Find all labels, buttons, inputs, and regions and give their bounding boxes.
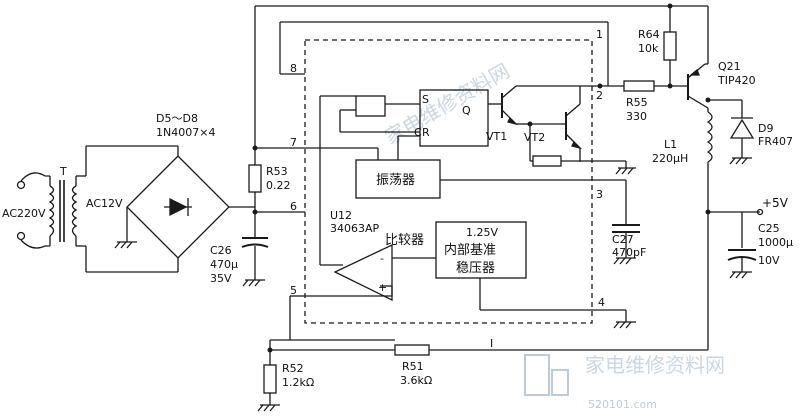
label-r53-value: 0.22 (266, 179, 291, 192)
emitter-resistor (532, 155, 562, 167)
pin-4: 4 (598, 296, 605, 309)
label-r51-value: 3.6kΩ (400, 374, 432, 387)
latch-q: Q (462, 104, 471, 117)
watermark-logo-icon (524, 354, 569, 396)
transformer-secondary (71, 185, 78, 237)
ac-terminal-bottom (16, 231, 26, 241)
label-rectifier-part: 1N4007×4 (156, 126, 215, 139)
label-c25-value: 1000μ (758, 236, 793, 249)
label-q21-part: TIP420 (717, 74, 756, 87)
label-output: +5V (762, 196, 789, 210)
resistor-r64 (663, 31, 677, 61)
label-secondary: AC12V (86, 197, 123, 210)
comparator-label: 比较器 (385, 233, 424, 248)
label-ic-part: 34063AP (330, 222, 380, 235)
label-c26-ref: C26 (210, 244, 232, 257)
ground-r52-icon (257, 404, 280, 412)
gate-block (355, 95, 386, 117)
inductor-l1 (706, 111, 713, 163)
label-d9-ref: D9 (758, 122, 773, 135)
reference-label-line1: 1.25V (466, 226, 498, 239)
label-c25-ref: C25 (758, 222, 780, 235)
pin-3: 3 (596, 188, 603, 201)
pin-2: 2 (596, 89, 603, 102)
reference-label-line2: 内部基准 (444, 242, 496, 258)
label-c25-voltage: 10V (758, 254, 780, 267)
ground-ref-icon (613, 321, 636, 329)
bridge-rectifier (126, 155, 230, 259)
comparator-minus: - (380, 252, 384, 265)
label-r55-value: 330 (626, 110, 647, 123)
latch-block (419, 89, 489, 147)
ground-bridge-icon (114, 232, 137, 249)
ground-vt2-icon (615, 167, 636, 175)
watermark: 家电维修资料网 家电维修资料网 520101.com (381, 59, 726, 411)
label-transformer: T (59, 165, 67, 178)
resistor-r53 (248, 164, 262, 193)
label-r64-ref: R64 (638, 28, 660, 41)
pin-1: 1 (596, 28, 603, 41)
reference-regulator-block (435, 221, 527, 279)
label-r53-ref: R53 (266, 165, 288, 178)
wiring (16, 5, 764, 412)
oscillator-label: 振荡器 (376, 173, 415, 188)
comparator-plus: + (378, 281, 387, 294)
ground-c27-icon (613, 257, 636, 265)
label-ic-ref: U12 (330, 209, 352, 222)
label-d9-part: FR407 (758, 135, 793, 148)
bridge-diode-icon (164, 197, 192, 217)
diode-d9 (729, 117, 755, 165)
label-c26-value: 470μ (210, 258, 238, 271)
transformer-primary (48, 185, 55, 237)
pin-6: 6 (290, 200, 297, 213)
label-q21-ref: Q21 (718, 60, 741, 73)
latch-c: C (414, 126, 422, 139)
label-c27-value: 470pF (612, 246, 646, 259)
resistor-r51 (394, 344, 430, 356)
resistor-r52 (263, 364, 277, 394)
comparator-block (333, 243, 393, 302)
latch-s: S (422, 93, 429, 106)
watermark-logo-text: 家电维修资料网 (585, 353, 725, 377)
pin-8: 8 (290, 62, 297, 75)
label-l1-value: 220μH (652, 152, 688, 165)
latch-r: R (422, 126, 430, 139)
label-ac-input: AC220V (2, 207, 46, 220)
ac-terminal-top (16, 180, 26, 190)
label-l1-ref: L1 (664, 138, 677, 151)
pin-5: 5 (290, 284, 297, 297)
label-c26-voltage: 35V (210, 272, 232, 285)
label-r55-ref: R55 (626, 96, 648, 109)
label-r51-ref: R51 (402, 360, 424, 373)
reference-label-line3: 稳压器 (456, 260, 495, 276)
ic-u12-boundary (304, 39, 593, 324)
label-r64-value: 10k (638, 42, 659, 55)
label-vt1: VT1 (486, 130, 507, 143)
label-r52-value: 1.2kΩ (282, 376, 314, 389)
label-current: I (490, 337, 493, 350)
ground-c26-icon (242, 279, 265, 287)
label-r52-ref: R52 (282, 362, 304, 375)
watermark-url: 520101.com (588, 398, 657, 411)
oscillator-block (355, 159, 441, 199)
resistor-r55 (623, 80, 655, 92)
pin-7: 7 (290, 136, 297, 149)
output-terminal (756, 208, 764, 216)
label-vt2: VT2 (524, 131, 545, 144)
junction-dots (252, 3, 711, 353)
label-c27-ref: C27 (612, 233, 634, 246)
label-rectifier-ref: D5～D8 (156, 112, 198, 125)
ground-c25-icon (729, 271, 752, 279)
